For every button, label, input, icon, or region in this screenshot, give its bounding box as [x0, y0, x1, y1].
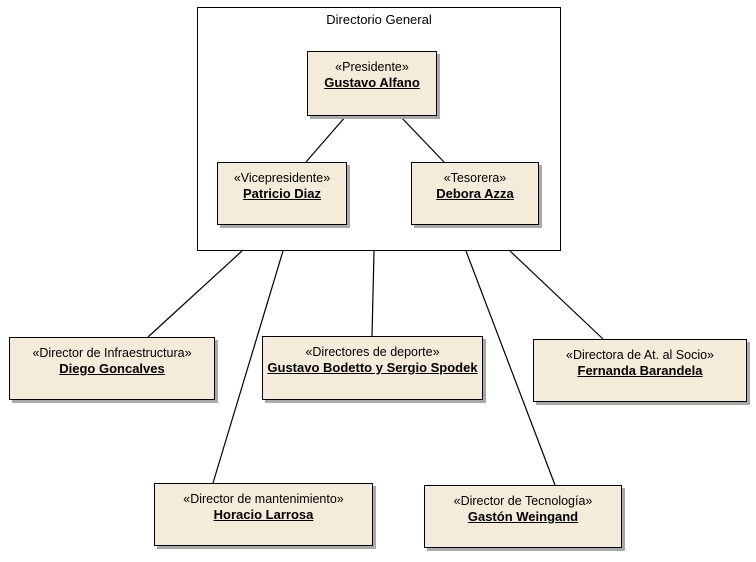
node-name: Horacio Larrosa [213, 507, 314, 522]
link-directorio-tecnologia [465, 250, 556, 486]
link-directorio-socio [509, 250, 604, 340]
node-stereotype: «Tesorera» [443, 171, 507, 185]
node-vicepresidente[interactable]: «Vicepresidente» Patricio Diaz [217, 162, 347, 225]
node-director-infraestructura[interactable]: «Director de Infraestructura» Diego Gonc… [9, 337, 215, 400]
node-stereotype: «Directores de deporte» [305, 345, 440, 359]
node-name: Fernanda Barandela [577, 363, 703, 378]
node-director-tecnologia[interactable]: «Director de Tecnología» Gastón Weingand [424, 485, 622, 548]
node-directores-deporte[interactable]: «Directores de deporte» Gustavo Bodetto … [262, 336, 483, 400]
link-directorio-deporte [371, 250, 375, 337]
link-presidente-tesorera [399, 115, 445, 163]
link-directorio-infraestructura [147, 250, 243, 338]
directorio-general-frame[interactable]: Directorio General [197, 7, 561, 251]
node-name: Diego Goncalves [59, 361, 165, 376]
node-name: Gustavo Bodetto y Sergio Spodek [267, 360, 478, 375]
node-stereotype: «Presidente» [335, 60, 409, 74]
node-directora-socio[interactable]: «Directora de At. al Socio» Fernanda Bar… [533, 339, 747, 402]
link-directorio-mantenimiento [212, 250, 284, 484]
node-stereotype: «Director de mantenimiento» [183, 492, 344, 506]
node-presidente[interactable]: «Presidente» Gustavo Alfano [307, 51, 437, 116]
node-stereotype: «Vicepresidente» [233, 171, 331, 185]
node-name: Debora Azza [436, 186, 514, 201]
node-stereotype: «Directora de At. al Socio» [566, 348, 714, 362]
node-name: Patricio Diaz [242, 186, 322, 201]
directorio-general-title: Directorio General [326, 12, 432, 27]
node-director-mantenimiento[interactable]: «Director de mantenimiento» Horacio Larr… [154, 483, 373, 546]
node-name: Gastón Weingand [467, 509, 579, 524]
node-name: Gustavo Alfano [324, 75, 420, 90]
node-stereotype: «Director de Tecnología» [453, 494, 593, 508]
node-tesorera[interactable]: «Tesorera» Debora Azza [411, 162, 539, 225]
link-presidente-vicepresidente [305, 115, 347, 163]
node-stereotype: «Director de Infraestructura» [32, 346, 192, 360]
